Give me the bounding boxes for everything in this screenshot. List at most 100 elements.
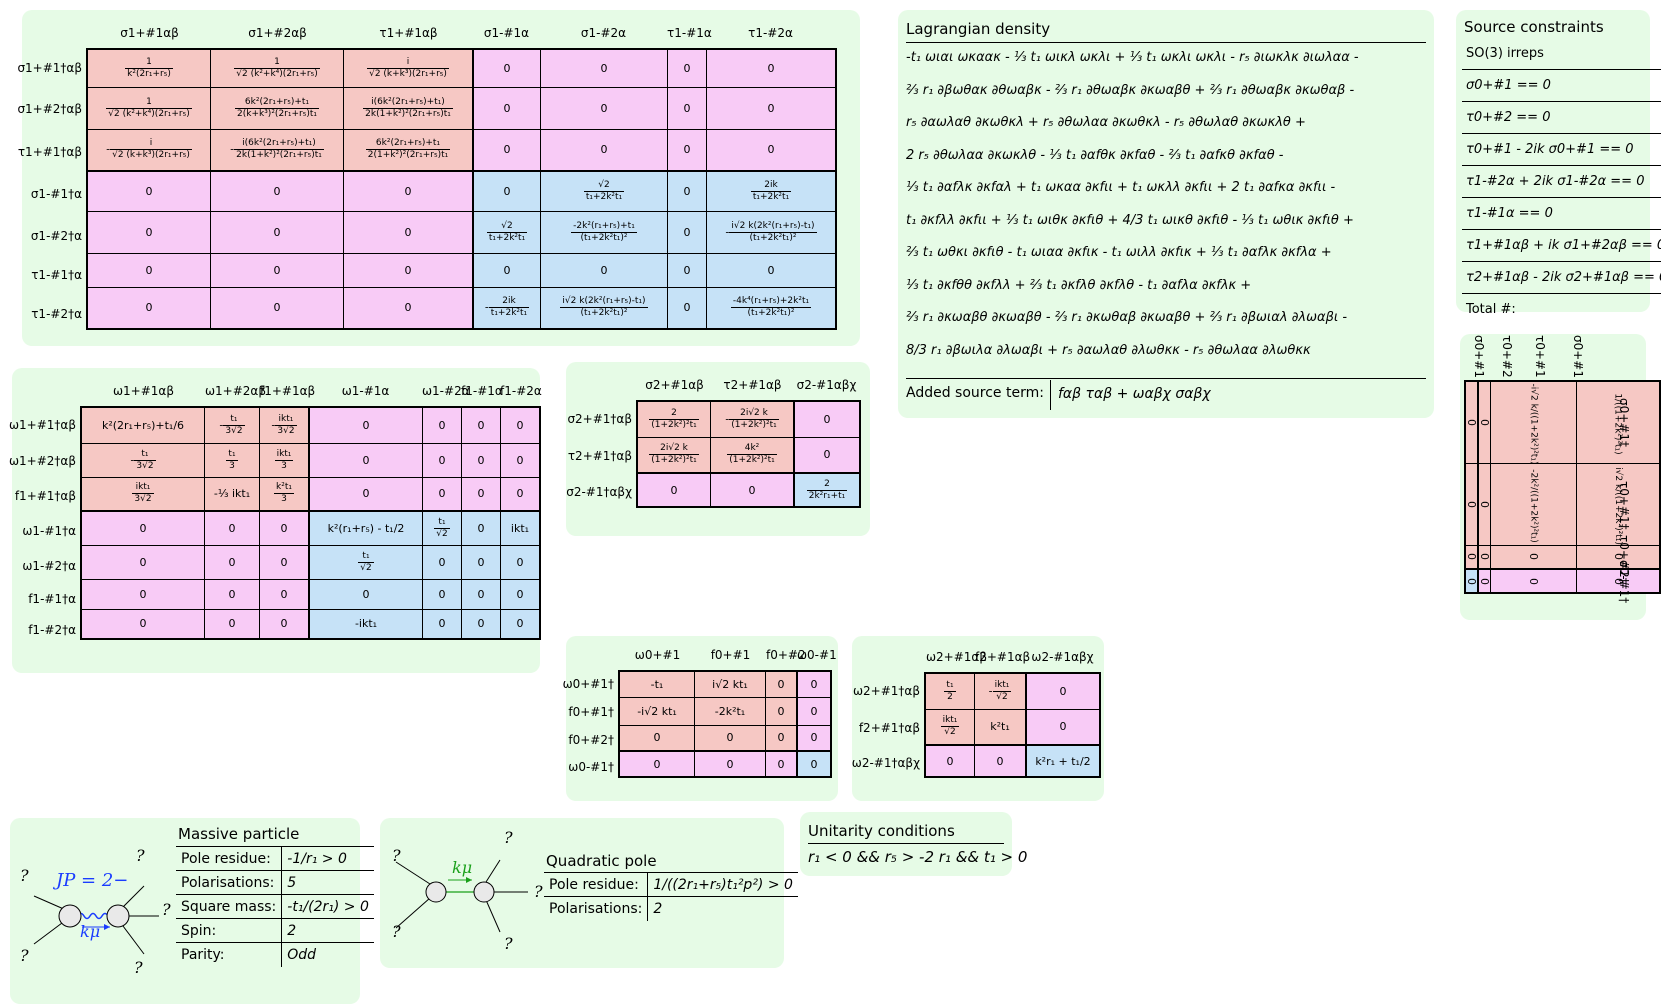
matrix-cell: 0: [667, 128, 707, 172]
matrix-column-header: σ2+#1αβ: [645, 378, 704, 392]
property-value: 1/((2r₁+r₅)t₁²p²) > 0: [647, 872, 798, 897]
matrix-cell: 0: [796, 670, 832, 698]
property-label: Polarisations:: [544, 896, 649, 921]
matrix-cell: -4k⁴(r₁+r₅)+2k²t₁(t₁+2k²t₁)²: [706, 286, 837, 330]
matrix-column-header: ω2-#1αβχ: [1031, 650, 1094, 664]
matrix-cell: 0: [461, 476, 501, 512]
matrix-cell: 0: [204, 578, 260, 610]
property-value: 2: [281, 918, 374, 943]
matrix-cell: 0: [259, 510, 310, 546]
matrix-row-header: σ1-#2†α: [30, 229, 82, 243]
matrix-cell: 0: [422, 544, 462, 580]
matrix-cell: -2k²(r₁+r₅)+t₁(t₁+2k²t₁)²: [540, 210, 668, 254]
matrix-column-header: σ2-#1αβχ: [796, 378, 857, 392]
matrix-cell: 0: [472, 86, 541, 130]
matrix-row-header: σ1+#1†αβ: [17, 61, 82, 75]
matrix-cell: -t₁: [618, 670, 695, 698]
matrix-cell: 0: [461, 406, 501, 444]
matrix-cell: 0: [540, 252, 668, 288]
property-label: Pole residue:: [544, 872, 649, 897]
matrix-row-header: σ0-#1†: [1617, 560, 1631, 604]
matrix-cell: -⅓ ikt₁: [204, 476, 260, 512]
matrix-row-header: ω2+#1†αβ: [853, 684, 920, 698]
matrix-cell: 0: [667, 48, 707, 88]
matrix-cell: -2k²/((1+2k²)²t₁): [1490, 462, 1578, 546]
external-leg-question: ?: [20, 866, 29, 885]
matrix-cell: -ikt₁√2: [974, 672, 1027, 710]
matrix-cell: k²r₁ + t₁/2: [1025, 744, 1101, 778]
matrix-row-header: σ0+#1†: [1617, 398, 1631, 447]
matrix-cell: 0: [308, 476, 423, 512]
added-source-divider: [1050, 380, 1051, 410]
external-leg-question: ?: [504, 828, 513, 847]
matrix-cell: 1/((1+2k²)²t₁): [1576, 380, 1661, 464]
matrix-cell: 0: [924, 744, 975, 778]
matrix-cell: 0: [667, 252, 707, 288]
matrix-cell: 0: [204, 510, 260, 546]
matrix-cell: 0: [259, 608, 310, 640]
matrix-cell: 0: [259, 578, 310, 610]
matrix-cell: 0: [796, 696, 832, 726]
matrix-cell: k²(2r₁+r₅)+t₁/6: [80, 406, 205, 444]
lagrangian-line: ⅔ r₁ ∂βωθακ ∂θωαβκ - ⅔ r₁ ∂θωαβκ ∂κωαβθ …: [906, 82, 1355, 98]
matrix-row-header: f1-#1†α: [28, 592, 76, 606]
matrix-cell: 0: [472, 252, 541, 288]
matrix-cell: 0: [694, 724, 766, 752]
matrix-cell: 0: [461, 608, 501, 640]
constraint-expression: σ0+#1 == 0: [1462, 69, 1661, 102]
matrix-cell: 0: [500, 544, 541, 580]
matrix-cell: 0: [204, 544, 260, 580]
matrix-column-header: ω2+#1αβ: [926, 650, 987, 664]
matrix-cell: 0: [1576, 568, 1661, 594]
massive-particle-diagram: [33, 885, 159, 955]
matrix-cell: 0: [796, 724, 832, 752]
matrix-cell: 0: [500, 608, 541, 640]
constraint-expression: τ0+#2 == 0: [1462, 101, 1661, 134]
matrix-cell: 0: [343, 286, 474, 330]
matrix-cell: 0: [618, 724, 695, 752]
matrix-row-header: τ1-#1†α: [31, 268, 82, 282]
lagrangian-line: r₅ ∂αωλαθ ∂κωθκλ + r₅ ∂θωλαα ∂κωθκλ - r₅…: [906, 115, 1306, 130]
matrix-row-header: σ2-#1†αβχ: [566, 485, 632, 499]
matrix-cell: 0: [210, 210, 344, 254]
external-leg-question: ?: [392, 846, 401, 865]
matrix-cell: 0: [343, 252, 474, 288]
lagrangian-title: Lagrangian density: [906, 20, 1051, 38]
matrix-cell: 0: [422, 406, 462, 444]
matrix-cell: -2k²t₁: [694, 696, 766, 726]
external-leg-question: ?: [392, 922, 401, 941]
matrix-cell: 0: [796, 750, 832, 778]
matrix-column-header: σ1-#1α: [483, 26, 530, 40]
matrix-column-header: f0+#1: [710, 648, 751, 662]
matrix-cell: 0: [793, 400, 861, 438]
property-value: 2: [647, 896, 798, 921]
lagrangian-title-rule: [906, 42, 1426, 43]
property-value: 5: [281, 870, 374, 895]
matrix-cell: 0: [706, 252, 837, 288]
matrix-column-header: σ1-#2α: [580, 26, 627, 40]
lagrangian-line: t₁ ∂κfλλ ∂κfιι + ⅓ t₁ ωιθκ ∂κfιθ + 4/3 t…: [906, 212, 1354, 228]
matrix-column-header: τ1-#1α: [667, 26, 712, 40]
matrix-cell: t₁√2: [422, 510, 462, 546]
matrix-cell: 0: [1477, 462, 1492, 546]
matrix-row-header: ω1+#1†αβ: [9, 418, 76, 432]
matrix-cell: 0: [706, 48, 837, 88]
matrix-cell: 0: [461, 442, 501, 478]
source-constraints-table: SO(3) irreps#σ0+#1 == 01τ0+#2 == 01τ0+#1…: [1462, 38, 1661, 325]
matrix-cell: 0: [618, 750, 695, 778]
matrix-cell: 0: [793, 436, 861, 474]
matrix-column-header: f1+#1αβ: [260, 384, 316, 398]
matrix-cell: 0: [500, 406, 541, 444]
matrix-column-header: f0+#2: [766, 648, 806, 662]
matrix-cell: 0: [1464, 544, 1479, 570]
property-label: Square mass:: [176, 894, 283, 919]
massive-particle-title: Massive particle: [178, 825, 300, 843]
